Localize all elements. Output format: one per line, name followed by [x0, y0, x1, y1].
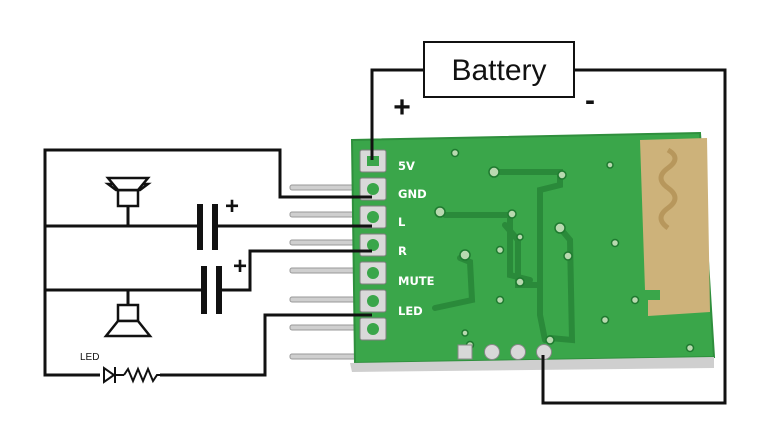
battery-label: Battery [451, 54, 546, 87]
capacitor-1-plus: + [225, 193, 239, 220]
capacitor-1: + [197, 193, 239, 250]
capacitor-2-plus: + [233, 253, 247, 280]
led-resistor: LED [80, 352, 160, 384]
battery-minus-sign: - [585, 84, 595, 117]
capacitor-2: + [201, 253, 247, 314]
wire-led [160, 313, 372, 377]
wire-ground-rail [43, 148, 372, 377]
wire-battery-negative [541, 68, 727, 405]
battery: Battery + - [393, 41, 595, 124]
pin-pads [359, 149, 387, 341]
pin-label-r: R [398, 244, 407, 258]
pin-label-led: LED [398, 304, 423, 318]
speaker-1-icon [104, 176, 152, 208]
battery-plus-sign: + [393, 91, 411, 124]
pin-label-mute: MUTE [398, 274, 435, 288]
led-label: LED [80, 352, 99, 363]
bluetooth-module-board: 5V GND L R MUTE LED [350, 131, 716, 372]
pin-label-5v: 5V [398, 159, 415, 173]
wire-right-channel [222, 249, 372, 292]
antenna-trace [658, 147, 678, 231]
wires [43, 68, 727, 405]
pin-label-gnd: GND [398, 187, 427, 201]
battery-box [423, 41, 575, 98]
bottom-pads [457, 344, 552, 360]
resistor-icon [123, 366, 160, 384]
wire-battery-positive [370, 68, 424, 160]
antenna-area [640, 138, 710, 316]
led-diode-icon [103, 366, 116, 384]
pin-labels: 5V GND L R MUTE LED [398, 159, 435, 318]
pcb-bottom-edge [350, 357, 714, 372]
pin-label-l: L [398, 215, 406, 229]
speaker-2-icon [103, 303, 153, 338]
